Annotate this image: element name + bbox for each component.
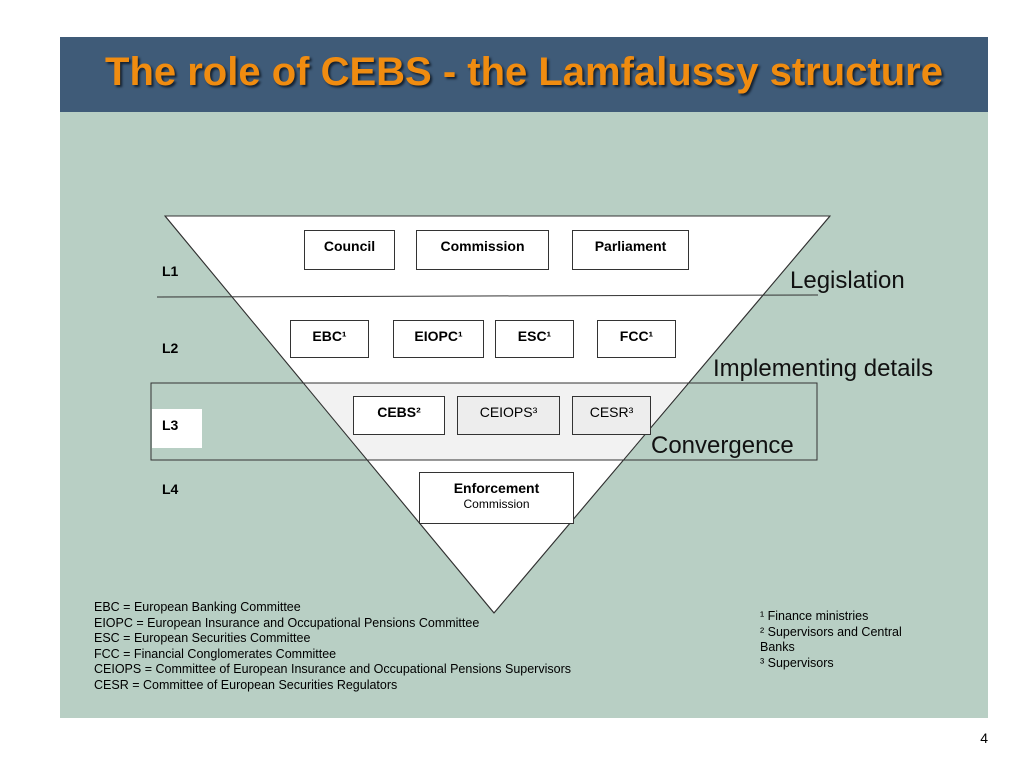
triangle-left-edge — [164, 215, 495, 614]
eiopc-box: EIOPC¹ — [393, 320, 484, 358]
ebc-label: EBC¹ — [312, 328, 347, 344]
legislation-label: Legislation — [790, 267, 905, 294]
slide-title: The role of CEBS - the Lamfalussy struct… — [105, 50, 943, 94]
council-box: Council — [304, 230, 395, 270]
level-l1-label: L1 — [162, 263, 179, 279]
fcc-box: FCC¹ — [597, 320, 676, 358]
level1-divider — [156, 294, 819, 298]
eiopc-label: EIOPC¹ — [414, 328, 463, 344]
abbreviation-glossary: EBC = European Banking Committee EIOPC =… — [94, 600, 571, 693]
ceiops-box: CEIOPS³ — [457, 396, 560, 435]
slide-header: The role of CEBS - the Lamfalussy struct… — [60, 37, 988, 112]
level-l3-label: L3 — [162, 417, 179, 433]
implementing-details-label: Implementing details — [713, 355, 934, 382]
glossary-item: CEIOPS = Committee of European Insurance… — [94, 662, 571, 676]
footnote-item: ¹ Finance ministries — [760, 609, 869, 623]
ceiops-label: CEIOPS³ — [479, 404, 538, 420]
level-l2-label: L2 — [162, 340, 179, 356]
parliament-label: Parliament — [594, 238, 667, 254]
footnote-item: ³ Supervisors — [760, 655, 834, 670]
page-number: 4 — [980, 730, 988, 746]
cesr-box: CESR³ — [572, 396, 651, 435]
enforcement-sub-label: Commission — [463, 497, 530, 511]
glossary-item: CESR = Committee of European Securities … — [94, 677, 398, 692]
cebs-label: CEBS² — [377, 404, 421, 420]
level-l4-label: L4 — [162, 481, 179, 497]
esc-label: ESC¹ — [517, 328, 552, 344]
commission-box: Commission — [416, 230, 549, 270]
commission-label: Commission — [440, 238, 525, 254]
level3-frame — [150, 382, 818, 461]
glossary-item: EBC = European Banking Committee — [94, 600, 301, 614]
cebs-box: CEBS² — [353, 396, 445, 435]
glossary-item: ESC = European Securities Committee — [94, 631, 311, 645]
footnote-item: ² Supervisors and Central Banks — [760, 624, 902, 655]
esc-box: ESC¹ — [495, 320, 574, 358]
council-label: Council — [323, 238, 376, 254]
enforcement-box: Enforcement Commission — [419, 472, 574, 524]
level3-label-bg — [152, 409, 202, 448]
convergence-label: Convergence — [651, 432, 794, 459]
footnotes: ¹ Finance ministries ² Supervisors and C… — [760, 609, 935, 671]
glossary-item: FCC = Financial Conglomerates Committee — [94, 646, 337, 661]
glossary-item: EIOPC = European Insurance and Occupatio… — [94, 615, 480, 630]
fcc-label: FCC¹ — [619, 328, 654, 344]
ebc-box: EBC¹ — [290, 320, 369, 358]
triangle-right-edge — [493, 215, 831, 614]
cesr-label: CESR³ — [589, 404, 634, 420]
enforcement-label: Enforcement — [453, 480, 540, 496]
parliament-box: Parliament — [572, 230, 689, 270]
